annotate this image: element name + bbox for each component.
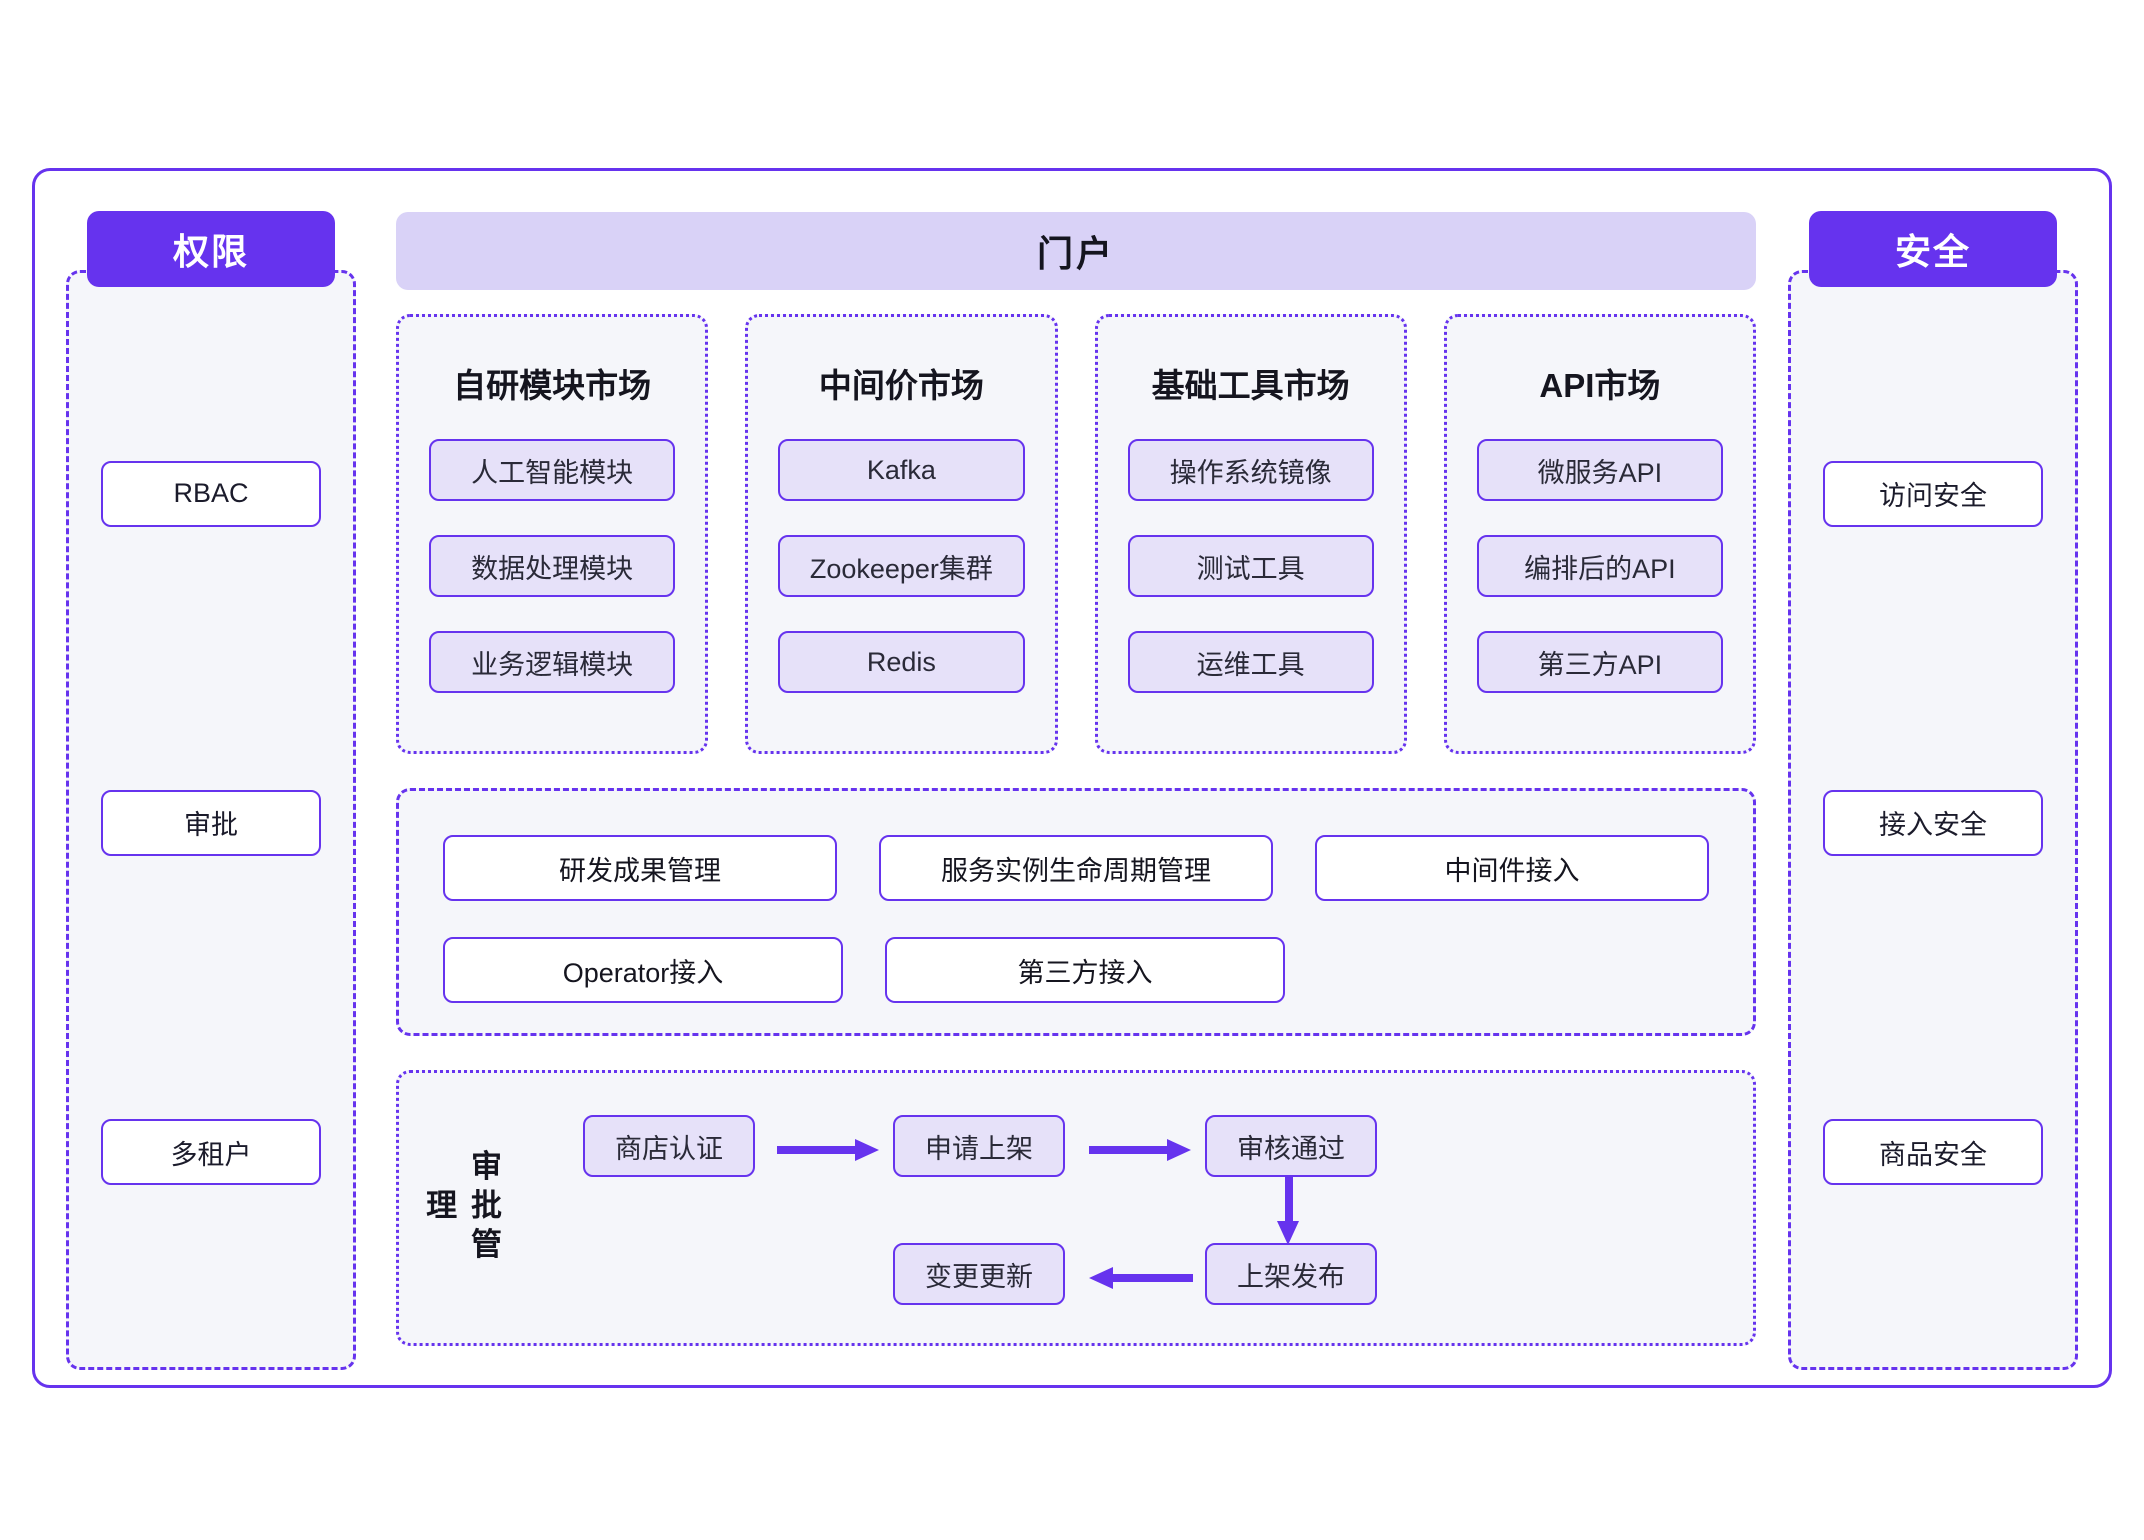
market-item[interactable]: 编排后的API bbox=[1476, 535, 1723, 597]
workflow-node-publish[interactable]: 上架发布 bbox=[1205, 1243, 1377, 1305]
capability-item[interactable]: 第三方接入 bbox=[885, 937, 1285, 1003]
arrow-head bbox=[1089, 1267, 1113, 1289]
market-column-middleware: 中间价市场 Kafka Zookeeper集群 Redis bbox=[745, 314, 1058, 754]
permission-badge: 权限 bbox=[87, 211, 335, 287]
security-badge: 安全 bbox=[1809, 211, 2057, 287]
permission-item-multitenant[interactable]: 多租户 bbox=[101, 1119, 321, 1186]
security-item-product[interactable]: 商品安全 bbox=[1823, 1119, 2043, 1186]
capabilities-row: 研发成果管理 服务实例生命周期管理 中间件接入 bbox=[443, 835, 1709, 901]
market-title: 基础工具市场 bbox=[1151, 367, 1350, 404]
market-title: 自研模块市场 bbox=[453, 367, 652, 404]
market-column-base-tools: 基础工具市场 操作系统镜像 测试工具 运维工具 bbox=[1094, 314, 1407, 754]
market-column-self-developed: 自研模块市场 人工智能模块 数据处理模块 业务逻辑模块 bbox=[396, 314, 709, 754]
approval-workflow-panel: 审批管理 商店认证 申请上架 审核通过 上架发布 变更更新 bbox=[396, 1070, 1756, 1346]
permission-item-approval[interactable]: 审批 bbox=[101, 789, 321, 856]
market-item[interactable]: 业务逻辑模块 bbox=[429, 631, 676, 693]
workflow-node-apply-listing[interactable]: 申请上架 bbox=[893, 1115, 1065, 1177]
market-item[interactable]: 测试工具 bbox=[1127, 535, 1374, 597]
security-column: 安全 访问安全 接入安全 商品安全 bbox=[1788, 211, 2078, 1370]
capability-item[interactable]: 研发成果管理 bbox=[443, 835, 837, 901]
permission-column: 权限 RBAC 审批 多租户 bbox=[66, 211, 356, 1370]
workflow-node-store-certification[interactable]: 商店认证 bbox=[583, 1115, 755, 1177]
security-item-access[interactable]: 访问安全 bbox=[1823, 460, 2043, 527]
capabilities-panel: 研发成果管理 服务实例生命周期管理 中间件接入 Operator接入 第三方接入 bbox=[396, 788, 1756, 1036]
capability-item[interactable]: Operator接入 bbox=[443, 937, 843, 1003]
security-item-connection[interactable]: 接入安全 bbox=[1823, 789, 2043, 856]
arrow-head bbox=[855, 1139, 879, 1161]
market-item[interactable]: Zookeeper集群 bbox=[778, 535, 1025, 597]
market-item[interactable]: 人工智能模块 bbox=[429, 439, 676, 501]
market-item[interactable]: 微服务API bbox=[1476, 439, 1723, 501]
arrow-head bbox=[1167, 1139, 1191, 1161]
workflow-node-change-update[interactable]: 变更更新 bbox=[893, 1243, 1065, 1305]
market-title: 中间价市场 bbox=[818, 367, 984, 404]
security-item-list: 访问安全 接入安全 商品安全 bbox=[1791, 273, 2075, 1367]
market-item[interactable]: 操作系统镜像 bbox=[1127, 439, 1374, 501]
arrow-shaft bbox=[1285, 1177, 1293, 1223]
permission-item-list: RBAC 审批 多租户 bbox=[69, 273, 353, 1367]
market-column-api: API市场 微服务API 编排后的API 第三方API bbox=[1443, 314, 1756, 754]
arrow-shaft bbox=[1089, 1146, 1169, 1154]
market-item[interactable]: 数据处理模块 bbox=[429, 535, 676, 597]
market-item[interactable]: 第三方API bbox=[1476, 631, 1723, 693]
approval-workflow-label: 审批管理 bbox=[421, 1149, 501, 1267]
market-item[interactable]: 运维工具 bbox=[1127, 631, 1374, 693]
arrow-head bbox=[1277, 1221, 1299, 1245]
arrow-shaft bbox=[777, 1146, 857, 1154]
market-item[interactable]: Redis bbox=[778, 631, 1025, 693]
capability-item[interactable]: 服务实例生命周期管理 bbox=[879, 835, 1273, 901]
market-title: API市场 bbox=[1539, 367, 1661, 404]
arrow-shaft bbox=[1113, 1274, 1193, 1282]
capability-item[interactable]: 中间件接入 bbox=[1315, 835, 1709, 901]
market-item[interactable]: Kafka bbox=[778, 439, 1025, 501]
capabilities-row: Operator接入 第三方接入 bbox=[443, 937, 1709, 1003]
workflow-node-review-passed[interactable]: 审核通过 bbox=[1205, 1115, 1377, 1177]
center-stack: 自研模块市场 人工智能模块 数据处理模块 业务逻辑模块 中间价市场 Kafka … bbox=[396, 314, 1756, 1346]
markets-row: 自研模块市场 人工智能模块 数据处理模块 业务逻辑模块 中间价市场 Kafka … bbox=[396, 314, 1756, 754]
portal-banner: 门户 bbox=[396, 212, 1756, 290]
permission-item-rbac[interactable]: RBAC bbox=[101, 460, 321, 527]
